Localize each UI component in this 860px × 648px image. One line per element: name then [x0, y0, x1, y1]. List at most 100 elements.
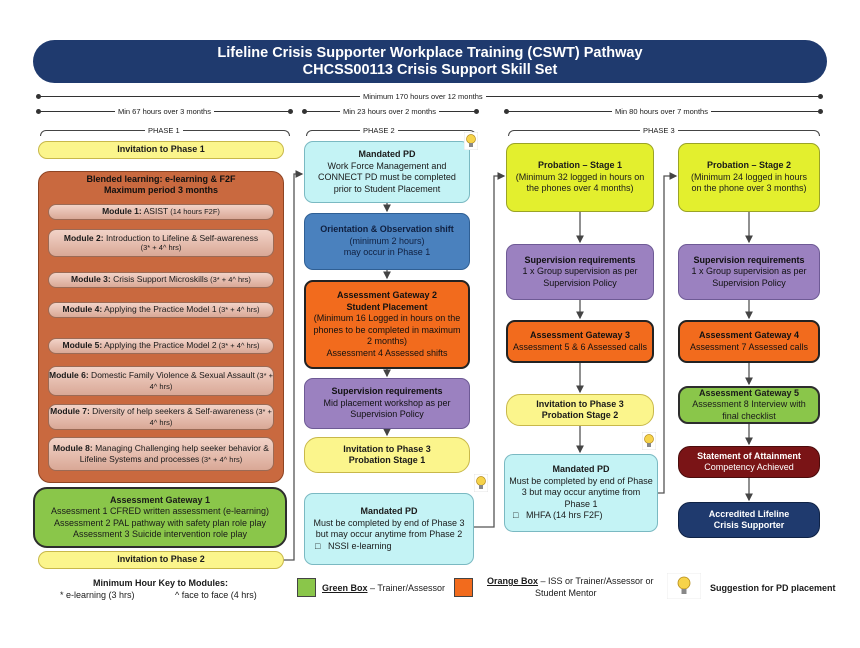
phase1-hours-label: Min 67 hours over 3 months — [115, 107, 214, 116]
invite-p3-sub: Probation Stage 1 — [348, 455, 426, 465]
invite-stage2-sub: Probation Stage 2 — [541, 410, 619, 420]
gw5-line-1: Assessment 8 Interview with — [692, 399, 806, 410]
orange-legend: Orange Box – ISS or Trainer/Assessor or — [487, 576, 654, 586]
module-3: Module 3: Crisis Support Microskills (3*… — [48, 272, 274, 288]
phase2-end-dot — [474, 109, 479, 114]
mandated-pd-phase2-top: Mandated PD Work Force Management and CO… — [304, 141, 470, 203]
orient-line-1: (minimum 2 hours) — [349, 235, 425, 246]
gateway2-line-2: phones to be completed in maximum — [313, 324, 461, 335]
gw5-title: Assessment Gateway 5 — [698, 387, 800, 398]
sup1-line-2: Supervision Policy — [543, 277, 617, 288]
pd3-title: Mandated PD — [552, 464, 610, 475]
sup1-line-1: 1 x Group supervision as per — [522, 266, 638, 277]
module-1: Module 1: ASIST (14 hours F2F) — [48, 204, 274, 220]
hour-key-title: Minimum Hour Key to Modules: — [93, 578, 228, 588]
orient-title: Orientation & Observation shift — [320, 224, 454, 235]
module-5-hours: (3* + 4^ hrs) — [216, 341, 260, 351]
sup2-line-2: Supervision Policy — [712, 277, 786, 288]
orange-text: – ISS or Trainer/Assessor or — [538, 576, 654, 586]
green-label: Green Box — [322, 583, 368, 593]
module-5-text: Applying the Practice Model 2 — [102, 340, 217, 351]
checkbox-icon: □ — [315, 540, 321, 551]
phase3-end-dot — [818, 109, 823, 114]
module-3-hours: (3* + 4^ hrs) — [208, 275, 251, 285]
phase3-start-dot — [504, 109, 509, 114]
module-4-hours: (3* + 4^ hrs) — [216, 305, 260, 315]
orange-label: Orange Box — [487, 576, 539, 586]
phase3-hours-label: Min 80 hours over 7 months — [612, 107, 711, 116]
stage2-title: Probation – Stage 2 — [706, 160, 792, 171]
gateway1-line-2: Assessment 2 PAL pathway with safety pla… — [53, 517, 267, 528]
probation-stage1: Probation – Stage 1 (Minimum 32 logged i… — [506, 143, 654, 212]
module-5-title: Module 5: — [62, 340, 103, 351]
gateway2-line-3: 2 months) — [366, 336, 408, 346]
gw4-line: Assessment 7 Assessed calls — [689, 341, 809, 352]
gateway2-title: Assessment Gateway 2 — [336, 290, 438, 300]
phase1-label: PHASE 1 — [145, 126, 183, 135]
module-7-hours: (3* + 4^ hrs) — [149, 406, 272, 428]
green-legend: Green Box – Trainer/Assessor — [322, 583, 445, 593]
stage1-title: Probation – Stage 1 — [537, 160, 623, 171]
stage2-line-1: (Minimum 24 logged in hours — [690, 171, 808, 182]
module-6-title: Module 6: — [49, 369, 89, 380]
blended-subtitle: Maximum period 3 months — [103, 185, 219, 195]
mandated-pd-phase2-bottom: Mandated PD Must be completed by end of … — [304, 493, 474, 565]
module-6: Module 6: Domestic Family Violence & Sex… — [48, 366, 274, 396]
pd2-title: Mandated PD — [360, 506, 418, 516]
accredited-line1: Accredited Lifeline — [708, 508, 790, 519]
assessment-gateway-3: Assessment Gateway 3 Assessment 5 & 6 As… — [506, 320, 654, 363]
module-8: Module 8: Managing Challenging help seek… — [48, 437, 274, 471]
green-text: – Trainer/Assessor — [367, 583, 446, 593]
gw5-line-2: final checklist — [722, 410, 776, 421]
stage1-line-1: (Minimum 32 logged in hours on — [515, 171, 645, 182]
gateway1-line-1: Assessment 1 CFRED written assessment (e… — [50, 506, 270, 516]
hour-key-elearning: * e-learning (3 hrs) — [60, 590, 135, 600]
sup2-title: Supervision requirements — [693, 254, 805, 265]
module-8-text: Managing Challenging help seeker behavio… — [79, 443, 269, 464]
statement-of-attainment: Statement of Attainment Competency Achie… — [678, 446, 820, 478]
module-2-title: Module 2: — [63, 232, 104, 243]
module-7: Module 7: Diversity of help seekers & Se… — [48, 404, 274, 430]
gateway1-title: Assessment Gateway 1 — [109, 494, 211, 505]
module-4-title: Module 4: — [62, 304, 103, 315]
sup-phase2-line-2: Supervision Policy — [350, 409, 424, 420]
module-8-title: Module 8: — [53, 443, 93, 453]
blended-learning-panel — [38, 171, 284, 483]
sup-phase2-title: Supervision requirements — [331, 386, 443, 397]
gateway1-line-3: Assessment 3 Suicide intervention role p… — [72, 529, 248, 539]
module-7-title: Module 7: — [50, 405, 90, 416]
stage2-line-2: on the phone over 3 months) — [691, 183, 807, 194]
lightbulb-icon — [642, 432, 656, 450]
assessment-gateway-2: Assessment Gateway 2 Student Placement (… — [304, 280, 470, 369]
accredited-line2: Crisis Supporter — [713, 520, 785, 530]
blended-title-block: Blended learning: e-learning & F2F Maxim… — [38, 174, 284, 196]
pd-line-1: Work Force Management and — [327, 160, 447, 171]
module-2-text: Introduction to Lifeline & Self-awarenes… — [103, 232, 259, 243]
phase1-start-dot — [36, 109, 41, 114]
pd2-line-2: but may occur anytime from Phase 2 — [315, 529, 463, 539]
green-box-swatch — [297, 578, 316, 597]
gateway2-line-4: Assessment 4 Assessed shifts — [326, 347, 448, 358]
module-3-title: Module 3: — [71, 274, 111, 285]
assessment-gateway-5: Assessment Gateway 5 Assessment 8 Interv… — [678, 386, 820, 424]
module-3-text: Crisis Support Microskills — [110, 274, 209, 285]
lightbulb-icon — [667, 573, 701, 599]
probation-stage2: Probation – Stage 2 (Minimum 24 logged i… — [678, 143, 820, 212]
pd3-line-2: 3 but may occur anytime from — [521, 487, 641, 498]
pd2-line-1: Must be completed by end of Phase 3 — [313, 517, 465, 528]
assessment-gateway-1: Assessment Gateway 1 Assessment 1 CFRED … — [33, 487, 287, 548]
sup1-title: Supervision requirements — [524, 254, 636, 265]
pd2-item: NSSI e-learning — [327, 540, 392, 551]
gateway2-line-1: (Minimum 16 Logged in hours on the — [313, 313, 461, 323]
timeline-end-dot — [818, 94, 823, 99]
module-2-hours: (3* + 4^ hrs) — [140, 243, 182, 252]
module-2: Module 2: Introduction to Lifeline & Sel… — [48, 229, 274, 257]
invite-stage2-title: Invitation to Phase 3 — [536, 398, 624, 409]
module-1-hours: (14 hours F2F) — [168, 207, 220, 217]
gw4-title: Assessment Gateway 4 — [698, 330, 800, 340]
overall-hours-label: Minimum 170 hours over 12 months — [360, 92, 486, 101]
module-1-title: Module 1: — [102, 206, 142, 217]
orient-line-2: may occur in Phase 1 — [343, 247, 431, 258]
title-line1: Lifeline Crisis Supporter Workplace Trai… — [217, 44, 643, 61]
